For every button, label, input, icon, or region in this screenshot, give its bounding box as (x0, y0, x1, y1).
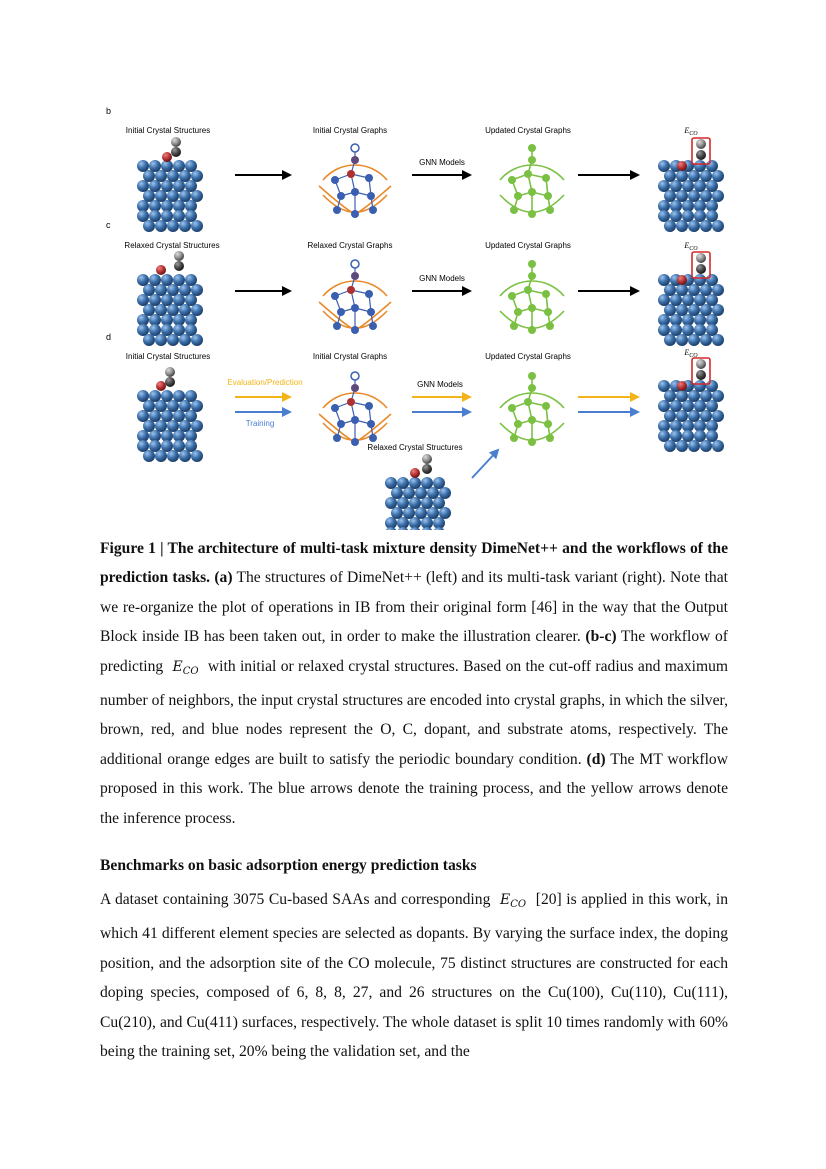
panel-b-col2-label: Initial Crystal Graphs (313, 126, 387, 135)
eco-symbol-2: ECO (500, 892, 527, 910)
panel-b: b Initial Crystal Structures Initial Cry… (106, 106, 724, 232)
relaxed-structure-slab (137, 274, 203, 346)
section-p1: A dataset containing 3075 Cu-based SAAs … (100, 891, 491, 908)
panel-c: c Relaxed Crystal Structures Relaxed Cry… (106, 220, 724, 346)
panel-b-col3-label: Updated Crystal Graphs (485, 126, 571, 135)
relaxed-graph (318, 259, 392, 335)
initial-graph-d (318, 371, 392, 447)
caption-a-text: The structures of DimeNet++ (left) and i… (100, 569, 728, 646)
updated-graph-d (499, 371, 565, 447)
updated-graph (499, 143, 565, 219)
panel-d: d Initial Crystal Structures Initial Cry… (106, 332, 724, 530)
panel-d-col3-label: Updated Crystal Graphs (485, 352, 571, 361)
section-p2: [20] is applied in this work, in which 4… (100, 891, 728, 1061)
panel-b-gnn-label: GNN Models (419, 158, 465, 167)
panel-d-col2-label: Initial Crystal Graphs (313, 352, 387, 361)
panel-d-letter: d (106, 332, 111, 342)
caption-bc-text2: with initial or relaxed crystal structur… (100, 657, 728, 768)
panel-c-col2-label: Relaxed Crystal Graphs (308, 241, 393, 250)
panel-b-eco-label: ECO (683, 126, 698, 137)
panel-c-col1-label: Relaxed Crystal Structures (124, 241, 219, 250)
updated-graph-c (499, 259, 565, 335)
figure-caption: Figure 1 | The architecture of multi-tas… (100, 534, 728, 833)
output-eco-slab (658, 138, 724, 232)
output-eco-slab-c (658, 252, 724, 346)
initial-structure-slab (137, 160, 203, 232)
eval-prediction-label: Evaluation/Prediction (227, 378, 302, 387)
caption-d-tag: (d) (586, 750, 606, 768)
relaxed-structure-slab-d (385, 477, 451, 530)
panel-c-letter: c (106, 220, 111, 230)
panel-c-col3-label: Updated Crystal Graphs (485, 241, 571, 250)
panel-b-col1-label: Initial Crystal Structures (126, 126, 210, 135)
caption-bc-tag: (b-c) (585, 628, 617, 646)
caption-lead: Figure 1 | The architecture of multi-tas… (100, 540, 728, 587)
section-heading: Benchmarks on basic adsorption energy pr… (100, 857, 477, 874)
initial-structure-slab-d (137, 390, 203, 462)
panel-c-gnn-label: GNN Models (419, 274, 465, 283)
panel-d-eco-label: ECO (683, 348, 698, 359)
caption-d-text: The MT workflow proposed in this work. T… (100, 750, 728, 827)
training-label: Training (246, 419, 275, 428)
arrow-d-relaxed-blue (471, 448, 500, 479)
relaxed-structures-label: Relaxed Crystal Structures (367, 443, 462, 452)
caption-bc-text1: The workflow of predicting (100, 628, 728, 675)
panel-c-eco-label: ECO (683, 241, 698, 252)
panel-b-letter: b (106, 106, 111, 116)
output-eco-slab-d (658, 358, 724, 452)
initial-graph (318, 143, 392, 219)
caption-a-tag: (a) (214, 569, 233, 587)
eco-symbol: ECO (172, 658, 199, 677)
workflow-figure: b Initial Crystal Structures Initial Cry… (106, 106, 730, 530)
panel-d-gnn-label: GNN Models (417, 380, 463, 389)
section-paragraph: A dataset containing 3075 Cu-based SAAs … (100, 885, 728, 1066)
panel-d-col1-label: Initial Crystal Structures (126, 352, 210, 361)
